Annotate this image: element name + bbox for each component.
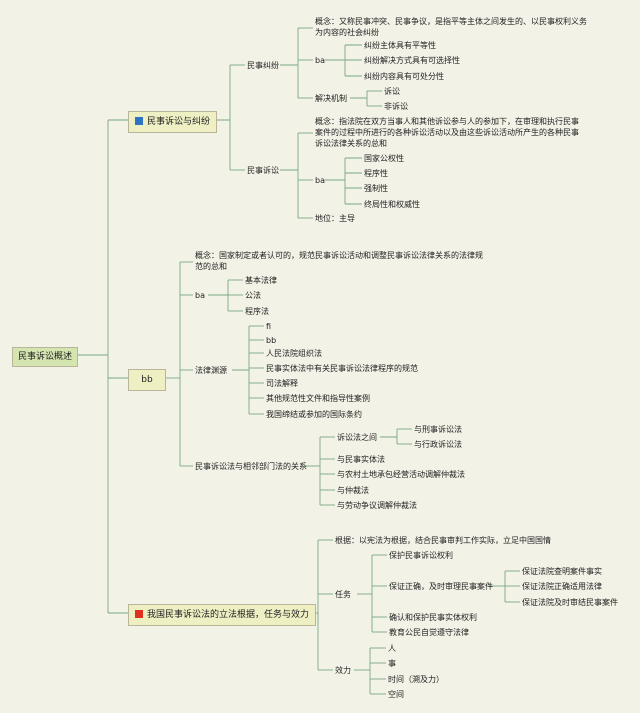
- topic-civil-dispute[interactable]: 民事纠纷: [247, 61, 279, 70]
- red-flag-icon: [135, 610, 143, 618]
- list-item[interactable]: 与劳动争议调解仲裁法: [337, 501, 417, 510]
- legislative-basis[interactable]: 根据：以宪法为根据，结合民事审判工作实际，立足中国国情: [335, 536, 551, 545]
- list-item[interactable]: 基本法律: [245, 276, 277, 285]
- branch-bb[interactable]: bb: [128, 369, 166, 391]
- list-item[interactable]: 与民事实体法: [337, 455, 385, 464]
- list-item[interactable]: 与行政诉讼法: [414, 440, 462, 449]
- list-item[interactable]: fi: [266, 322, 272, 331]
- list-item[interactable]: 人民法院组织法: [266, 349, 322, 358]
- list-item[interactable]: 与仲裁法: [337, 486, 369, 495]
- list-item[interactable]: 国家公权性: [364, 154, 404, 163]
- civil-dispute-mechanism[interactable]: 解决机制: [315, 94, 347, 103]
- law-concept[interactable]: 概念：国家制定或者认可的，规范民事诉讼活动和调整民事诉讼法律关系的法律规范的总和: [195, 251, 483, 271]
- list-item[interactable]: 保证法院正确适用法律: [522, 582, 602, 591]
- blue-flag-icon: [135, 117, 143, 125]
- list-item[interactable]: 保护民事诉讼权利: [389, 551, 453, 560]
- list-item[interactable]: 纠纷内容具有可处分性: [364, 72, 444, 81]
- list-item[interactable]: 强制性: [364, 184, 388, 193]
- list-item[interactable]: 保证法院查明案件事实: [522, 567, 602, 576]
- list-item[interactable]: 教育公民自觉遵守法律: [389, 628, 469, 637]
- list-item[interactable]: 确认和保护民事实体权利: [389, 613, 477, 622]
- list-item[interactable]: 公法: [245, 291, 261, 300]
- list-item[interactable]: 我国缔结或参加的国际条约: [266, 410, 362, 419]
- civil-dispute-concept[interactable]: 概念：又称民事冲突、民事争议，是指平等主体之间发生的、以民事权利义务为内容的社会…: [315, 17, 587, 37]
- topic-civil-litigation[interactable]: 民事诉讼: [247, 166, 279, 175]
- list-item[interactable]: 司法解释: [266, 379, 298, 388]
- civil-litigation-concept[interactable]: 概念：指法院在双方当事人和其他诉讼参与人的参加下，在审理和执行民事案件的过程中所…: [315, 117, 579, 148]
- law-ba[interactable]: ba: [195, 291, 205, 300]
- list-item[interactable]: 非诉讼: [384, 102, 408, 111]
- civil-litigation-status[interactable]: 地位：主导: [315, 214, 355, 223]
- list-item[interactable]: 程序性: [364, 169, 388, 178]
- branch-civil-litigation-and-disputes[interactable]: 民事诉讼与纠纷: [128, 111, 218, 133]
- task-ensure-correct-trial[interactable]: 保证正确，及时审理民事案件: [389, 582, 493, 591]
- topic-legal-sources[interactable]: 法律渊源: [195, 366, 227, 375]
- topic-relation-with-other-laws[interactable]: 民事诉讼法与相邻部门法的关系: [195, 462, 307, 471]
- list-item[interactable]: 其他规范性文件和指导性案例: [266, 394, 370, 403]
- list-item[interactable]: 事: [388, 659, 396, 668]
- relation-between-procedural-laws[interactable]: 诉讼法之间: [337, 433, 377, 442]
- list-item[interactable]: 人: [388, 644, 396, 653]
- list-item[interactable]: 空间: [388, 690, 404, 699]
- root-topic[interactable]: 民事诉讼概述: [12, 347, 79, 367]
- list-item[interactable]: 与农村土地承包经营活动调解仲裁法: [337, 470, 465, 479]
- list-item[interactable]: 民事实体法中有关民事诉讼法律程序的规范: [266, 364, 418, 373]
- list-item[interactable]: 纠纷解决方式具有可选择性: [364, 56, 460, 65]
- list-item[interactable]: 与刑事诉讼法: [414, 425, 462, 434]
- list-item[interactable]: 程序法: [245, 307, 269, 316]
- civil-dispute-ba[interactable]: ba: [315, 56, 325, 65]
- list-item[interactable]: 时间（溯及力）: [388, 675, 444, 684]
- list-item[interactable]: bb: [266, 336, 277, 345]
- topic-effect[interactable]: 效力: [335, 666, 351, 675]
- list-item[interactable]: 终局性和权威性: [364, 200, 420, 209]
- topic-tasks[interactable]: 任务: [335, 590, 351, 599]
- branch-legislative-basis-tasks-effect[interactable]: 我国民事诉讼法的立法根据，任务与效力: [128, 604, 317, 626]
- list-item[interactable]: 诉讼: [384, 87, 400, 96]
- list-item[interactable]: 纠纷主体具有平等性: [364, 41, 436, 50]
- list-item[interactable]: 保证法院及时审结民事案件: [522, 598, 618, 607]
- civil-litigation-ba[interactable]: ba: [315, 176, 325, 185]
